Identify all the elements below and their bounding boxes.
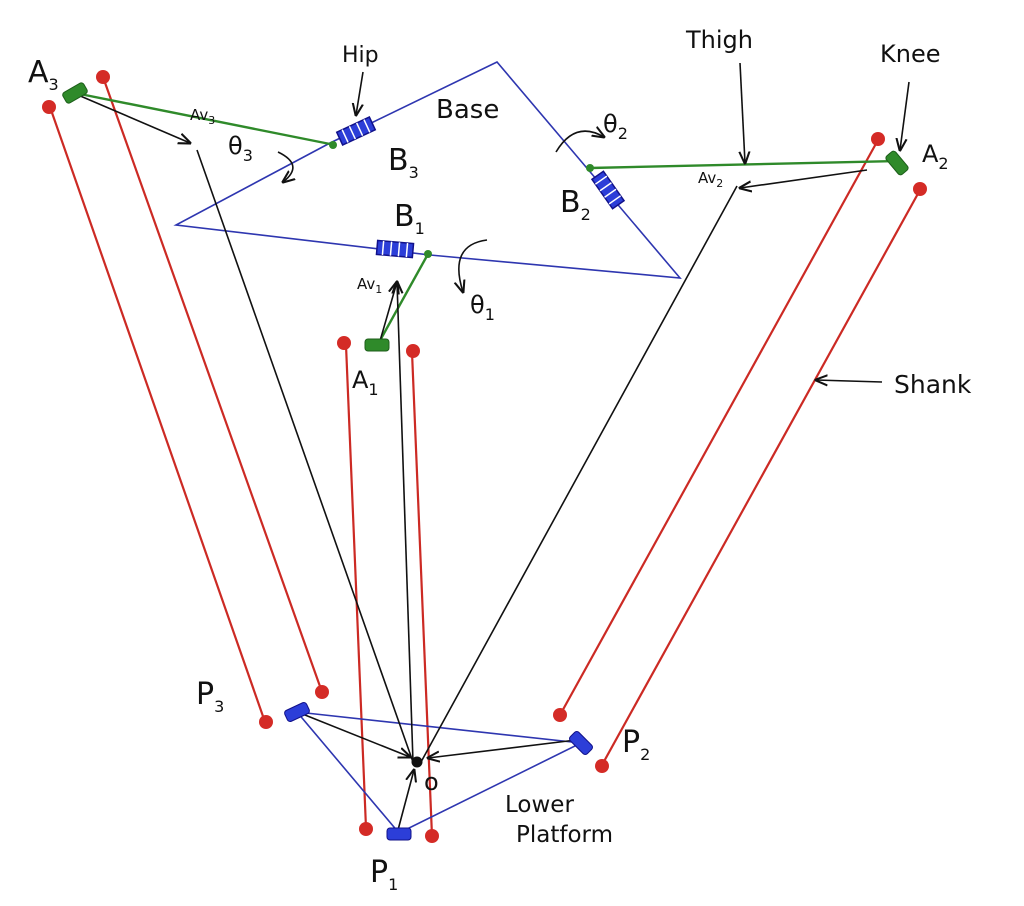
knee-a3-ball-1 xyxy=(42,100,56,114)
label-av1: Av1 xyxy=(357,275,382,296)
vector-o-to-av2 xyxy=(420,185,738,763)
platform-p2-ball-2 xyxy=(595,759,609,773)
label-b3: B3 xyxy=(388,143,419,182)
vector-o-to-av1 xyxy=(397,282,414,763)
theta1-rotation-arrow xyxy=(459,239,488,292)
theta2-rotation-arrow xyxy=(555,131,604,153)
vector-av1-to-a1 xyxy=(379,282,397,342)
label-knee: Knee xyxy=(880,40,940,68)
label-a2: A2 xyxy=(922,140,949,173)
shank-1a xyxy=(344,344,368,829)
label-av3: Av3 xyxy=(190,106,215,127)
knee-joint-a1 xyxy=(337,336,420,358)
label-hip: Hip xyxy=(342,43,379,68)
shank-2b xyxy=(601,189,921,766)
label-lower-platform-line1: Lower xyxy=(505,792,574,818)
lower-platform-outline xyxy=(295,710,584,834)
label-theta2: θ2 xyxy=(603,110,628,143)
vector-o-to-av3 xyxy=(196,149,414,763)
label-theta3: θ3 xyxy=(228,132,253,165)
label-b2: B2 xyxy=(560,185,591,224)
platform-joint-p1 xyxy=(359,822,439,843)
platform-joint-p3 xyxy=(284,701,310,723)
platform-p3-ball-1 xyxy=(259,715,273,729)
shank-2a xyxy=(559,139,879,716)
theta3-rotation-arrow xyxy=(277,151,293,182)
thigh-pointer xyxy=(740,62,745,163)
vector-a3-to-av3 xyxy=(77,94,190,143)
hip-b3-pin xyxy=(329,141,337,149)
label-thigh: Thigh xyxy=(685,26,753,54)
hip-pointer xyxy=(356,71,364,115)
knee-a2-ball-1 xyxy=(871,132,885,146)
vectors xyxy=(77,94,868,831)
thigh-2 xyxy=(589,159,898,170)
shank-rods xyxy=(48,76,921,837)
label-b1: B1 xyxy=(394,199,425,238)
platform-p2-ball-1 xyxy=(553,708,567,722)
origin-point xyxy=(411,756,423,768)
knee-joint-a3 xyxy=(62,82,88,104)
label-a1: A1 xyxy=(352,366,379,399)
vector-p1-to-o xyxy=(397,770,414,831)
shank-pointer xyxy=(816,380,883,382)
shank-3b xyxy=(101,76,324,693)
label-lower-platform-line2: Platform xyxy=(516,822,613,848)
label-p3: P3 xyxy=(196,677,224,716)
shank-3a xyxy=(48,106,267,723)
thigh-1 xyxy=(375,253,430,347)
knee-pointer xyxy=(900,81,910,150)
hip-joint-b1 xyxy=(375,239,415,259)
label-theta1: θ1 xyxy=(470,291,495,324)
label-shank: Shank xyxy=(894,370,972,399)
knee-a2-ball-2 xyxy=(913,182,927,196)
label-a3: A3 xyxy=(28,55,59,94)
label-av2: Av2 xyxy=(698,169,723,190)
vector-a2-to-av2 xyxy=(740,169,868,188)
label-p2: P2 xyxy=(622,725,650,764)
knee-joint-a2 xyxy=(885,150,909,176)
label-base: Base xyxy=(436,95,499,125)
base-outline xyxy=(173,61,682,279)
thigh-3 xyxy=(74,91,336,147)
hip-joint-b3 xyxy=(335,116,377,146)
vector-p3-to-o xyxy=(299,712,410,757)
label-p1: P1 xyxy=(370,855,398,894)
hip-b1-pin xyxy=(424,250,432,258)
knee-a3-ball-2 xyxy=(96,70,110,84)
label-origin: o xyxy=(424,768,439,796)
platform-p3-ball-2 xyxy=(315,685,329,699)
hip-b2-pin xyxy=(586,164,594,172)
hip-joint-b2 xyxy=(590,170,626,210)
platform-joint-p2 xyxy=(569,731,593,755)
vector-p2-to-o xyxy=(428,739,577,758)
annotation-arrows xyxy=(277,62,910,382)
